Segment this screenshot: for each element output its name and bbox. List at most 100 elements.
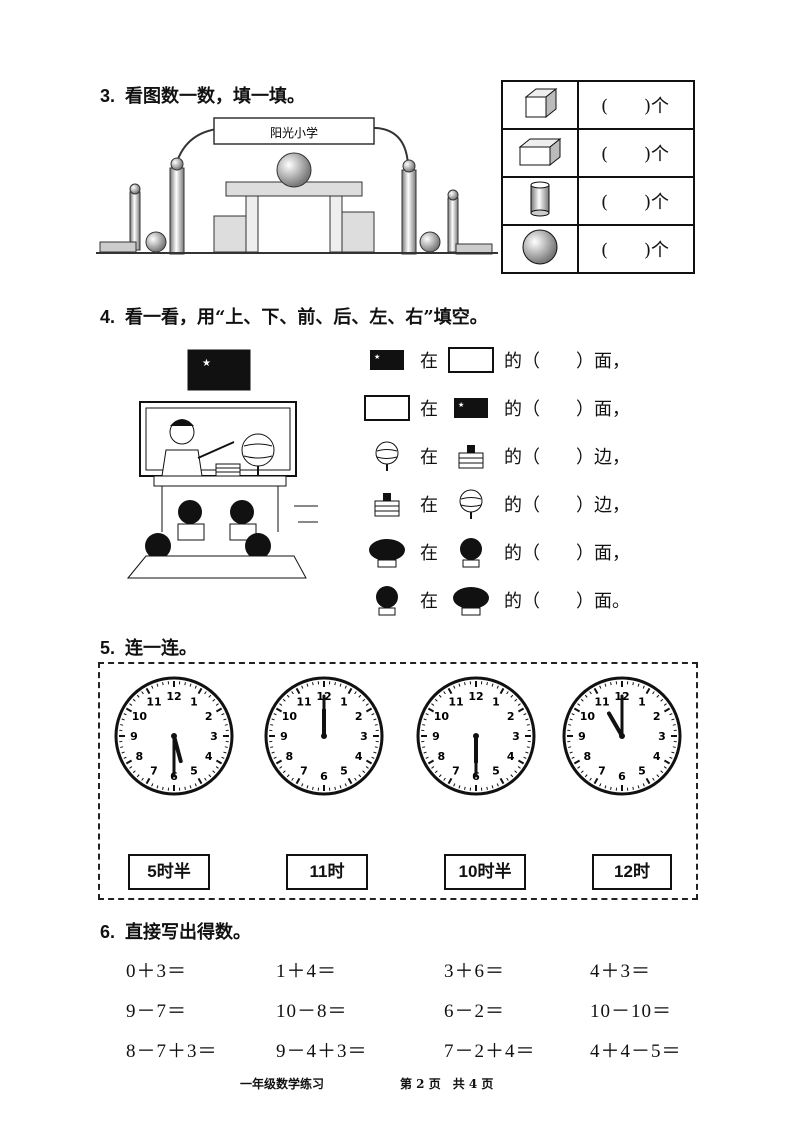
clock-number: 6	[618, 770, 626, 783]
clock-number: 10	[132, 710, 148, 723]
clock-tick	[584, 774, 588, 778]
clock-tick	[589, 777, 592, 781]
clock-tick	[663, 766, 667, 769]
answer-cell[interactable]: ( )个	[577, 176, 695, 226]
answer-cell[interactable]: ( )个	[577, 80, 695, 130]
calc-item[interactable]: 10－8＝	[276, 1001, 348, 1022]
clock-tick	[486, 786, 488, 790]
clock-tick	[306, 683, 309, 687]
blackboard-icon	[448, 343, 494, 377]
answer-cell[interactable]: ( )个	[577, 128, 695, 178]
clock-number: 8	[136, 750, 144, 763]
blank-end[interactable]: ）面，	[576, 351, 630, 372]
clock-tick	[197, 777, 203, 785]
clock-number: 12	[166, 690, 181, 703]
time-label[interactable]: 10时半	[444, 854, 526, 890]
clock-tick	[339, 683, 342, 687]
word-of: 的（	[504, 399, 540, 420]
svg-text:★: ★	[202, 358, 211, 369]
clock-tick	[577, 766, 581, 769]
clock-tick	[580, 770, 584, 774]
calc-item[interactable]: 4＋3＝	[590, 961, 652, 982]
clock-tick	[162, 682, 164, 686]
clock-tick	[120, 746, 124, 748]
blank-end[interactable]: ）面。	[576, 591, 630, 612]
word-at: 在	[420, 495, 438, 516]
clock-tick	[610, 786, 612, 790]
clock-number: 1	[340, 695, 348, 708]
clock-tick	[373, 751, 377, 754]
blank-end[interactable]: ）面，	[576, 543, 630, 564]
clock-tick	[599, 685, 602, 689]
clock-number: 5	[492, 765, 500, 778]
calc-item[interactable]: 9－4＋3＝	[276, 1041, 368, 1062]
clock-tick	[121, 718, 125, 721]
clock-tick	[215, 703, 219, 706]
clock-tick	[632, 682, 634, 686]
clock-tick	[517, 766, 521, 769]
clock-tick	[123, 713, 127, 716]
q4-row: 在 的（ ）边，	[364, 480, 630, 528]
clock-tick	[371, 713, 375, 716]
clock-tick	[129, 766, 133, 769]
clock-tick	[443, 691, 446, 695]
time-label[interactable]: 11时	[286, 854, 368, 890]
clock-tick	[271, 718, 275, 721]
clock-tick	[506, 691, 509, 695]
calc-item[interactable]: 7－2＋4＝	[444, 1041, 536, 1062]
clock-tick	[660, 770, 664, 774]
clock-tick	[156, 785, 159, 789]
q4-row: 在 的（ ）面。	[364, 576, 630, 624]
clock-number: 10	[434, 710, 450, 723]
calc-item[interactable]: 4＋4－5＝	[590, 1041, 682, 1062]
answer-cell[interactable]: ( )个	[577, 224, 695, 274]
word-of: 的（	[504, 543, 540, 564]
clock-number: 10	[580, 710, 596, 723]
blank-end[interactable]: ）面，	[576, 399, 630, 420]
clock-tick	[577, 703, 581, 706]
cuboid-icon	[518, 137, 562, 167]
q5-number: 5.	[100, 638, 116, 658]
clock-tick	[271, 751, 275, 754]
clock-tick	[141, 691, 144, 695]
clock-tick	[347, 687, 353, 695]
clock-tick	[571, 756, 575, 759]
blank-end[interactable]: ）边，	[576, 495, 630, 516]
q4-row: ★ 在 的（ ）面，	[364, 336, 630, 384]
calc-item[interactable]: 9－7＝	[126, 1001, 188, 1022]
calc-item[interactable]: 0＋3＝	[126, 961, 188, 982]
clock-tick	[286, 694, 290, 698]
clock-tick	[514, 770, 518, 774]
word-of: 的（	[504, 351, 540, 372]
clock-tick	[660, 698, 664, 702]
word-of: 的（	[504, 495, 540, 516]
calc-item[interactable]: 1＋4＝	[276, 961, 338, 982]
clock-tick	[523, 756, 527, 759]
time-label[interactable]: 12时	[592, 854, 672, 890]
q6-number: 6.	[100, 922, 116, 942]
clock-tick	[486, 682, 488, 686]
clock-tick	[145, 777, 151, 785]
svg-text:★: ★	[374, 353, 380, 361]
clock-tick	[204, 777, 207, 781]
clock-number: 2	[507, 710, 515, 723]
calc-item[interactable]: 8－7＋3＝	[126, 1041, 218, 1062]
books-icon	[364, 487, 410, 521]
time-label[interactable]: 5时半	[128, 854, 210, 890]
clock-number: 1	[492, 695, 500, 708]
calc-item[interactable]: 6－2＝	[444, 1001, 506, 1022]
blank-end[interactable]: ）边，	[576, 447, 630, 468]
clock-tick	[663, 759, 671, 765]
calc-item[interactable]: 10－10＝	[590, 1001, 673, 1022]
clock-tick	[491, 785, 494, 789]
answer-blank: ( )个	[601, 96, 670, 117]
school-gate-illustration: 阳光小学	[96, 117, 498, 255]
calc-item[interactable]: 3＋6＝	[444, 961, 506, 982]
clock-tick	[438, 774, 442, 778]
clock-number: 3	[512, 730, 520, 743]
q4-row: 在 的（ ）边，	[364, 432, 630, 480]
